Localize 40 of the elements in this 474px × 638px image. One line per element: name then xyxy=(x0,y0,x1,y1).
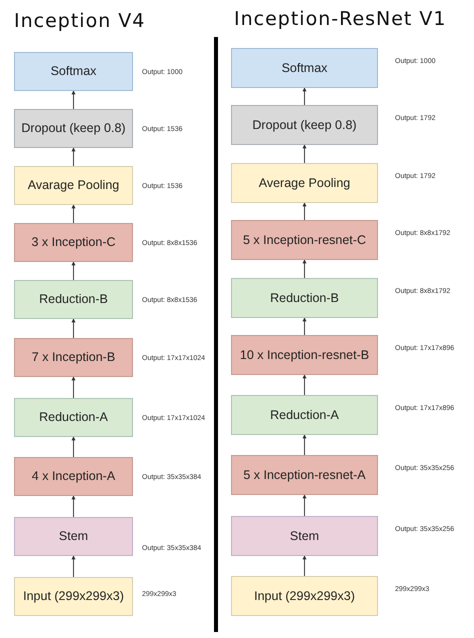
layer-box: 5 x Inception-resnet-C xyxy=(231,220,378,260)
layer-box: Reduction-B xyxy=(14,280,133,319)
arrow xyxy=(302,202,306,220)
arrow xyxy=(72,261,76,280)
layer-box: 4 x Inception-A xyxy=(14,457,133,496)
layer-box: 7 x Inception-B xyxy=(14,338,133,377)
layer-box: 5 x Inception-resnet-A xyxy=(231,455,378,495)
layer-box: Average Pooling xyxy=(231,163,378,203)
arrow xyxy=(72,555,76,578)
arrow xyxy=(72,495,76,518)
layer-box: Input (299x299x3) xyxy=(14,577,133,616)
arrow xyxy=(302,317,306,336)
arrow xyxy=(72,90,76,110)
layer-box: 3 x Inception-C xyxy=(14,223,133,262)
column-heading: Inception-ResNet V1 xyxy=(234,8,447,30)
layer-box: Dropout (keep 0.8) xyxy=(231,105,378,145)
arrow xyxy=(302,374,306,396)
layer-box: 10 x Inception-resnet-B xyxy=(231,335,378,375)
layer-box: Reduction-B xyxy=(231,278,378,318)
arrow xyxy=(302,555,306,576)
layer-box: Dropout (keep 0.8) xyxy=(14,109,133,148)
arrow xyxy=(302,434,306,456)
arrow xyxy=(302,259,306,278)
layer-box: Reduction-A xyxy=(14,398,133,437)
layer-box: Softmax xyxy=(231,48,378,88)
column-heading: Inception V4 xyxy=(14,10,146,32)
layer-box: Reduction-A xyxy=(231,395,378,435)
layer-box: Stem xyxy=(231,516,378,556)
layer-box: Stem xyxy=(14,517,133,556)
arrow xyxy=(72,204,76,224)
arrow xyxy=(302,144,306,164)
layer-box: Input (299x299x3) xyxy=(231,576,378,616)
arrow xyxy=(72,147,76,166)
arrow xyxy=(302,494,306,516)
arrow xyxy=(72,436,76,458)
arrow xyxy=(72,318,76,338)
arrow xyxy=(72,376,76,398)
layer-box: Softmax xyxy=(14,52,133,91)
arrow xyxy=(302,87,306,106)
layer-box: Avarage Pooling xyxy=(14,166,133,205)
